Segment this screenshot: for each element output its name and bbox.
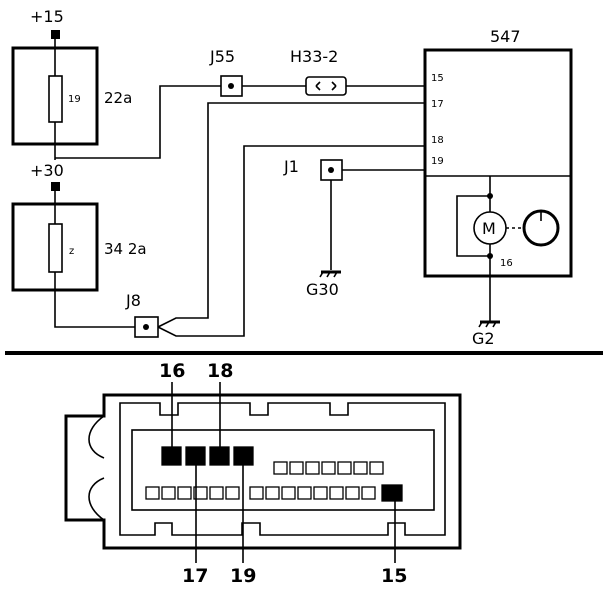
pin-cavity xyxy=(297,486,312,500)
junction-j55-label: J55 xyxy=(209,47,235,66)
pin-cavity xyxy=(289,461,304,475)
pin-cavity xyxy=(369,461,384,475)
pin-cavity xyxy=(313,486,328,500)
pin-cavity xyxy=(161,486,176,500)
ground-g2-label: G2 xyxy=(472,329,495,348)
pin-cavity-18 xyxy=(209,446,230,466)
pin-cavity xyxy=(321,461,336,475)
module-547: 15 17 18 19 M 16 xyxy=(423,48,573,278)
pin-cavity xyxy=(209,486,224,500)
callout-18: 18 xyxy=(207,360,233,382)
module-547-label: 547 xyxy=(490,27,521,46)
pin-cavity xyxy=(249,486,264,500)
pin-cavity xyxy=(273,461,288,475)
module-pin-15: 15 xyxy=(431,73,444,84)
fuse-1-number: 19 xyxy=(68,94,81,105)
fuse-box-1: 19 xyxy=(11,46,99,146)
connector-h33 xyxy=(305,76,347,96)
pin-cavity xyxy=(281,486,296,500)
callout-15: 15 xyxy=(381,565,407,587)
fuse-1-rating: 22a xyxy=(104,89,132,107)
supply-plus15-label: +15 xyxy=(30,7,64,26)
pin-cavity xyxy=(345,486,360,500)
pin-cavity xyxy=(145,486,160,500)
supply-plus30-terminal xyxy=(51,182,60,191)
junction-j1-label: J1 xyxy=(283,157,299,176)
fuse-2-element xyxy=(48,223,63,273)
supply-plus15-terminal xyxy=(51,30,60,39)
fuse-box-2: z xyxy=(11,202,99,292)
connector-h33-label: H33-2 xyxy=(290,47,338,66)
pin-cavity xyxy=(305,461,320,475)
module-pin-19: 19 xyxy=(431,156,444,167)
callout-16: 16 xyxy=(159,360,185,382)
pin-cavity xyxy=(265,486,280,500)
fuse-2-rating: 34 2a xyxy=(104,240,147,258)
pin-cavity xyxy=(337,461,352,475)
pin-cavity xyxy=(225,486,240,500)
pin-cavity xyxy=(329,486,344,500)
pin-cavity xyxy=(193,486,208,500)
ground-g30-label: G30 xyxy=(306,280,339,299)
pin-cavity xyxy=(353,461,368,475)
fuse-2-number: z xyxy=(69,246,74,257)
pin-cavity xyxy=(361,486,376,500)
module-pin-18: 18 xyxy=(431,135,444,146)
fuse-1-element xyxy=(48,75,63,123)
junction-j8 xyxy=(134,316,159,338)
callout-19: 19 xyxy=(230,565,256,587)
pin-cavity-15 xyxy=(381,484,403,502)
pin-cavity xyxy=(177,486,192,500)
motor-label: M xyxy=(482,219,496,238)
supply-plus30-label: +30 xyxy=(30,161,64,180)
pin-cavity-17 xyxy=(185,446,206,466)
connector-face-view xyxy=(64,393,462,550)
pin-cavity-19 xyxy=(233,446,254,466)
callout-17: 17 xyxy=(182,565,208,587)
module-pin-17: 17 xyxy=(431,99,444,110)
junction-j8-label: J8 xyxy=(125,291,141,310)
pin-cavity-16 xyxy=(161,446,182,466)
motor-pin-16: 16 xyxy=(500,258,513,269)
